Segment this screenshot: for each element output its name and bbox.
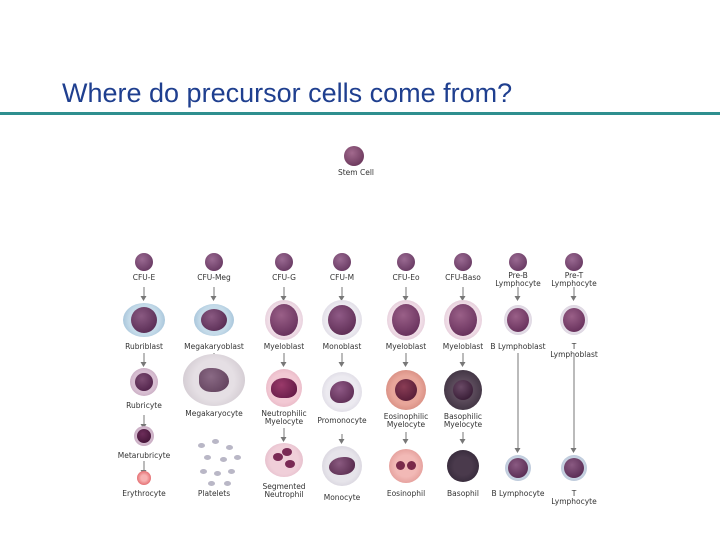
arrow-icon bbox=[459, 287, 466, 301]
cell-eosinophilic-myelocyte-image bbox=[386, 370, 426, 410]
cell-rubricyte-image bbox=[130, 368, 158, 396]
cell-segmented-neutrophil-image bbox=[265, 443, 303, 477]
cell-myeloblast-g-image bbox=[265, 300, 303, 340]
progenitor-label-cfu-g: CFU-G bbox=[272, 273, 296, 282]
cell-neutrophilic-myelocyte-image bbox=[266, 369, 302, 407]
cell-basophilic-myelocyte-image bbox=[444, 370, 482, 410]
slide-title: Where do precursor cells come from? bbox=[62, 78, 513, 108]
arrow-icon bbox=[402, 287, 409, 301]
intermediate-label-megakaryocyte: Megakaryocyte bbox=[185, 409, 243, 418]
blast-label-megakaryoblast: Megakaryoblast bbox=[184, 342, 244, 351]
blast-label-myeloblast-g: Myeloblast bbox=[263, 342, 305, 351]
cell-metarubricyte-image bbox=[134, 426, 154, 446]
blast-label-rubriblast: Rubriblast bbox=[125, 342, 163, 351]
cell-cfu-m-image bbox=[333, 253, 351, 271]
arrow-icon bbox=[570, 353, 577, 453]
arrow-icon bbox=[280, 428, 287, 442]
cell-pre-b-image bbox=[509, 253, 527, 271]
cell-myeloblast-baso-image bbox=[444, 300, 482, 340]
progenitor-label-cfu-eo: CFU-Eo bbox=[392, 273, 420, 282]
mature-label-t-lymphocyte: T Lymphocyte bbox=[551, 489, 597, 506]
cell-cfu-g-image bbox=[275, 253, 293, 271]
progenitor-label-cfu-e: CFU-E bbox=[132, 273, 156, 282]
arrow-icon bbox=[338, 287, 345, 301]
progenitor-label-cfu-m: CFU-M bbox=[329, 273, 355, 282]
arrow-icon bbox=[514, 287, 521, 301]
cell-pre-t-image bbox=[565, 253, 583, 271]
arrow-icon bbox=[459, 353, 466, 367]
progenitor-label-pre-b: Pre-B Lymphocyte bbox=[495, 271, 541, 288]
cell-cfu-meg-image bbox=[205, 253, 223, 271]
stem-cell-image bbox=[344, 146, 364, 166]
cell-erythrocyte-image bbox=[137, 471, 151, 485]
cell-cfu-eo-image bbox=[397, 253, 415, 271]
intermediate-label-neutrophilic-myelocyte: Neutrophilic Myelocyte bbox=[261, 409, 307, 426]
cell-cfu-baso-image bbox=[454, 253, 472, 271]
cell-myeloblast-eo-image bbox=[387, 300, 425, 340]
arrow-icon bbox=[140, 287, 147, 301]
progenitor-label-cfu-baso: CFU-Baso bbox=[445, 273, 481, 282]
intermediate-label-basophilic-myelocyte: Basophilic Myelocyte bbox=[443, 412, 483, 429]
cell-t-lymphocyte-image bbox=[561, 455, 587, 481]
arrow-icon bbox=[280, 353, 287, 367]
cell-cfu-e-image bbox=[135, 253, 153, 271]
progenitor-label-cfu-meg: CFU-Meg bbox=[197, 273, 231, 282]
mature-label-eosinophil: Eosinophil bbox=[386, 489, 426, 498]
cell-eosinophil-image bbox=[389, 449, 423, 483]
arrow-icon bbox=[570, 287, 577, 301]
arrow-icon bbox=[402, 432, 409, 444]
intermediate-label-eosinophilic-myelocyte: Eosinophilic Myelocyte bbox=[383, 412, 429, 429]
title-underline bbox=[0, 112, 720, 115]
arrow-icon bbox=[514, 353, 521, 453]
stem-cell-label: Stem Cell bbox=[337, 168, 375, 177]
cell-b-lymphocyte-image bbox=[505, 455, 531, 481]
cell-t-lymphoblast-image bbox=[560, 305, 588, 335]
cell-megakaryocyte-image bbox=[183, 354, 245, 406]
arrow-icon bbox=[402, 353, 409, 367]
cell-promonocyte-image bbox=[322, 372, 362, 412]
arrow-icon bbox=[280, 287, 287, 301]
blast-label-b-lymphoblast: B Lymphoblast bbox=[490, 342, 546, 351]
arrow-icon bbox=[338, 434, 345, 444]
cell-rubriblast-image bbox=[123, 303, 165, 337]
platelets-image bbox=[196, 439, 246, 489]
blast-label-monoblast: Monoblast bbox=[322, 342, 362, 351]
mature-label-erythrocyte: Erythrocyte bbox=[122, 489, 166, 498]
cell-monocyte-image bbox=[322, 446, 362, 486]
cell-megakaryoblast-image bbox=[194, 304, 234, 336]
arrow-icon bbox=[140, 415, 147, 429]
mature-label-basophil: Basophil bbox=[447, 489, 479, 498]
mature-label-segmented-neutrophil: Segmented Neutrophil bbox=[262, 482, 306, 499]
cell-b-lymphoblast-image bbox=[504, 305, 532, 335]
blast-label-myeloblast-eo: Myeloblast bbox=[385, 342, 427, 351]
mature-label-b-lymphocyte: B Lymphocyte bbox=[491, 489, 545, 498]
hematopoiesis-diagram: Stem Cell CFU-E CFU-Meg CFU-G CFU-M CFU-… bbox=[118, 134, 602, 506]
intermediate-label-promonocyte: Promonocyte bbox=[317, 416, 367, 425]
progenitor-label-pre-t: Pre-T Lymphocyte bbox=[551, 271, 597, 288]
arrow-icon bbox=[210, 287, 217, 301]
blast-label-myeloblast-baso: Myeloblast bbox=[442, 342, 484, 351]
metarubricyte-label: Metarubricyte bbox=[117, 451, 171, 460]
arrow-icon bbox=[338, 353, 345, 367]
arrow-icon bbox=[140, 353, 147, 367]
arrow-icon bbox=[459, 432, 466, 444]
mature-label-monocyte: Monocyte bbox=[323, 493, 361, 502]
intermediate-label-rubricyte: Rubricyte bbox=[126, 401, 162, 410]
mature-label-platelets: Platelets bbox=[197, 489, 231, 498]
cell-monoblast-image bbox=[322, 300, 362, 340]
arrow-icon bbox=[140, 461, 147, 475]
cell-basophil-image bbox=[447, 450, 479, 482]
